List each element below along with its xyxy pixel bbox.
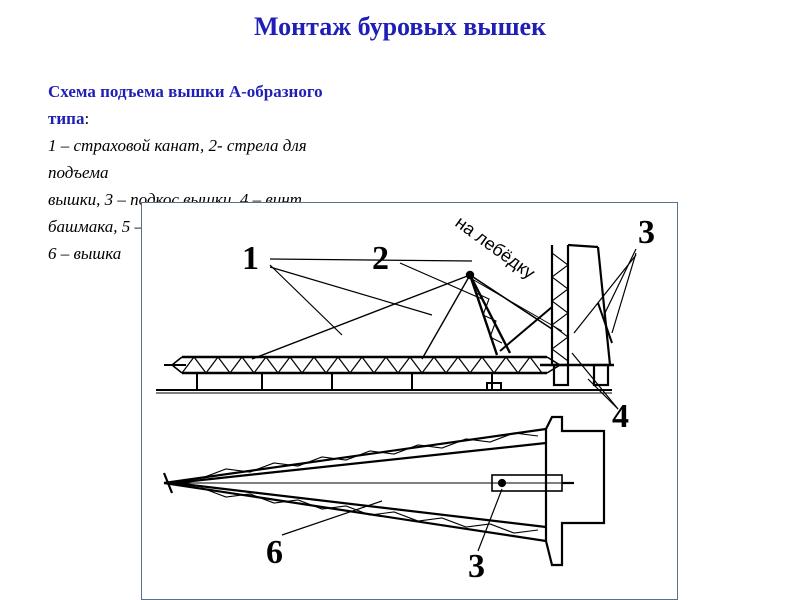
- label-3-bottom: 3: [468, 548, 485, 585]
- caption-line-5: 6 – вышка: [48, 244, 122, 263]
- label-3-top: 3: [638, 214, 655, 251]
- label-6: 6: [266, 534, 283, 571]
- derrick-diagram-svg: 1 2 3 4 6 3 на лебёдку: [156, 212, 655, 585]
- label-1: 1: [242, 240, 259, 277]
- winch-rope-2: [471, 278, 563, 332]
- slide-title: Монтаж буровых вышек: [253, 12, 547, 41]
- safety-rope-2: [421, 274, 471, 360]
- caption-heading: Схема подъема вышки А-образного: [48, 78, 418, 105]
- lifting-boom: [465, 270, 512, 356]
- caption-line-1: 1 – страховой канат, 2- стрела для: [48, 136, 307, 155]
- caption-heading-row2: типа:: [48, 105, 418, 132]
- caption-heading-text: Схема подъема вышки А-образного: [48, 82, 323, 101]
- derrick-diagram: 1 2 3 4 6 3 на лебёдку: [141, 202, 678, 600]
- label-4: 4: [612, 398, 629, 435]
- side-supports: [196, 373, 502, 391]
- caption-line-2: подъема: [48, 163, 109, 182]
- leader-lines: [269, 248, 637, 552]
- side-derrick-lattice: [164, 355, 561, 375]
- rope-to-winch-label: на лебёдку: [452, 212, 539, 283]
- safety-rope: [251, 274, 471, 360]
- top-view-derrick: [162, 427, 562, 543]
- label-2: 2: [372, 240, 389, 277]
- caption-heading-colon: :: [84, 109, 90, 128]
- tower-structure: [499, 243, 614, 387]
- caption-heading-tail: типа: [48, 109, 85, 128]
- top-view-base: [491, 415, 606, 567]
